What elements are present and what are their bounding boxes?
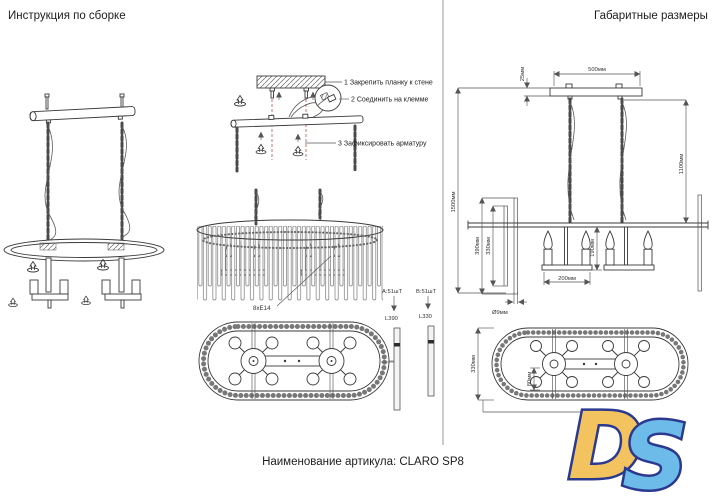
- dim-plan-view: 330мм 80мм: [471, 327, 689, 413]
- assembled-chandelier-drawing: 8xE14: [196, 188, 384, 312]
- dimension-drawing: 500мм 25мм 1500мм 1100мм: [451, 67, 709, 413]
- dim-rod-short: 330мм: [486, 237, 492, 255]
- rod-a: [393, 327, 401, 411]
- brand-logo: D S: [566, 391, 691, 500]
- dim-rod-long: 390мм: [475, 237, 481, 255]
- oval-frame: [3, 238, 165, 262]
- step-1-label: 1 Закрепить планку к стене: [344, 80, 433, 87]
- step-3-label: 3 Зафиксировать арматуру: [338, 141, 427, 148]
- assembly-title: Инструкция по сборке: [8, 10, 126, 22]
- dim-rod-diameter: Ø9мм: [492, 310, 508, 316]
- dimensions-title: Габаритные размеры: [594, 10, 708, 22]
- rod-a-length-label: L390: [385, 316, 398, 322]
- terminal-clamp-detail: [314, 84, 342, 112]
- dim-bar-width: 500мм: [588, 67, 606, 73]
- rod-b: [427, 325, 435, 397]
- crystal-rod-shade: [197, 226, 383, 302]
- rod-legend: A:51шТ L390 B:51шТ L330: [381, 289, 437, 411]
- dim-mounting-bar: [549, 87, 643, 97]
- dim-chain-length: 1100мм: [679, 154, 685, 174]
- hub-left: [228, 336, 279, 386]
- exploded-view-drawing: [3, 93, 165, 309]
- dim-total-height: 1500мм: [451, 192, 457, 213]
- socket-count-label: 8xE14: [253, 305, 271, 312]
- rod-b-length-label: L330: [419, 314, 432, 320]
- dim-lamp-width: 200мм: [558, 276, 576, 282]
- ceiling-bracket: [256, 75, 326, 89]
- article-name: Наименование артикула: CLARO SP8: [262, 456, 464, 468]
- logo-letter-s: S: [622, 403, 688, 500]
- lamp-arm-left: [29, 257, 69, 309]
- mounting-plate: [230, 113, 364, 128]
- rod-a-qty-label: A:51шТ: [382, 289, 403, 295]
- mounting-instructions-drawing: 1 Закрепить планку к стене 2 Соединить н…: [230, 75, 433, 173]
- dim-bar-thickness: 25мм: [520, 67, 526, 81]
- rod-b-qty-label: B:51шТ: [416, 289, 437, 295]
- dim-hub: 80мм: [527, 372, 533, 386]
- lamp-arm-right: [101, 257, 142, 309]
- plan-view-drawing: [198, 321, 399, 401]
- step-2-label: 2 Соединить на клемме: [351, 97, 429, 104]
- dim-lamp-height: 190мм: [590, 239, 596, 257]
- logo-letter-d: D: [568, 393, 644, 500]
- hub-right: [306, 336, 357, 386]
- dim-plan-depth: 330мм: [471, 355, 477, 373]
